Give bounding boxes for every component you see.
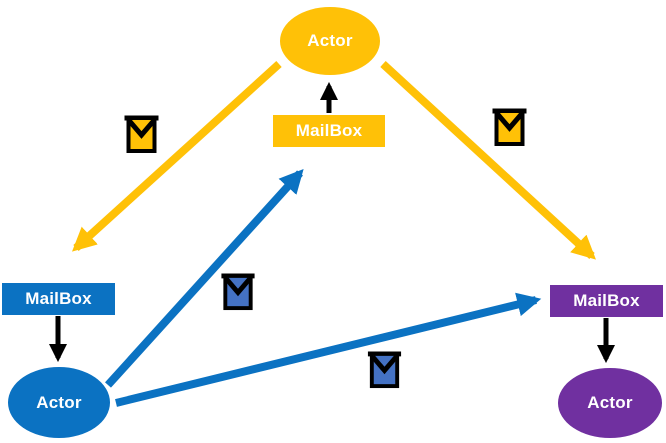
envelope-icon — [367, 351, 402, 389]
mailbox-right-label: MailBox — [573, 291, 640, 310]
arrow-actor-top-to-mailbox-left — [71, 61, 282, 252]
actor-node-right: Actor — [558, 368, 662, 438]
mailbox-node-right: MailBox — [550, 285, 663, 317]
mailbox-node-left: MailBox — [2, 283, 115, 315]
arrow-actor-left-to-mailbox-right — [115, 292, 542, 407]
actor-node-top: Actor — [280, 7, 380, 75]
actor-right-label: Actor — [587, 393, 633, 412]
actor-left-label: Actor — [36, 392, 82, 412]
actor-node-left: Actor — [8, 367, 110, 438]
arrow-actor-left-to-mailbox-top — [105, 168, 304, 388]
mailbox-left-label: MailBox — [25, 289, 92, 308]
mailbox-top-label: MailBox — [295, 121, 363, 140]
actor-top-label: Actor — [307, 31, 353, 50]
envelope-icon — [492, 108, 527, 146]
mailbox-node-top: MailBox — [273, 115, 385, 147]
arrow-actor-top-to-mailbox-right — [380, 61, 596, 260]
envelope-icon — [221, 273, 255, 311]
envelope-icon — [124, 115, 159, 153]
